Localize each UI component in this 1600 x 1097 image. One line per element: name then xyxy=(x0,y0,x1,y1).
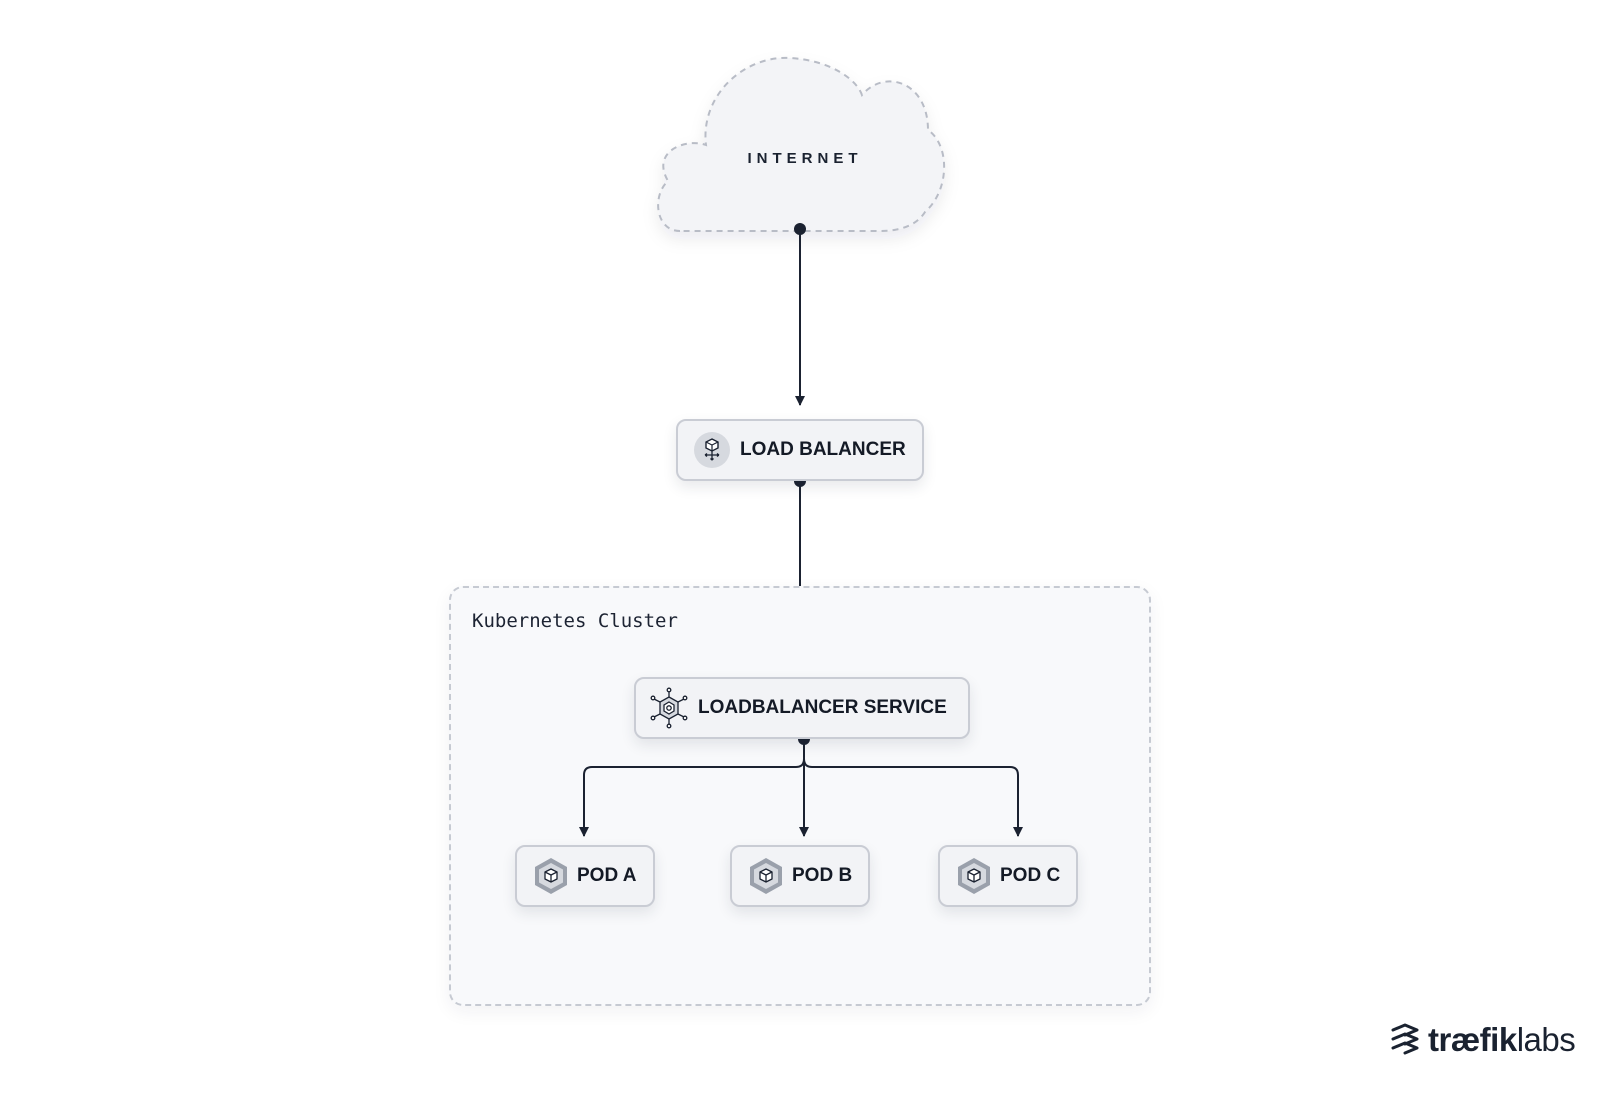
logo-text-traefik: træfik xyxy=(1428,1020,1517,1058)
traefik-logo-icon xyxy=(1391,1023,1419,1055)
service-label: LOADBALANCER SERVICE xyxy=(698,697,947,718)
pod-b-node[interactable]: POD B xyxy=(730,845,870,907)
pod-label: POD C xyxy=(1000,865,1061,886)
load-balancer-icon xyxy=(694,432,730,468)
pod-c-node[interactable]: POD C xyxy=(938,845,1078,907)
cluster-label: Kubernetes Cluster xyxy=(472,610,678,632)
kubernetes-cluster xyxy=(449,586,1151,1006)
pod-cube-icon xyxy=(958,858,990,894)
pod-label: POD B xyxy=(792,865,853,886)
loadbalancer-service-node[interactable]: LOADBALANCER SERVICE xyxy=(634,677,970,739)
service-hub-icon xyxy=(650,687,688,729)
pod-a-node[interactable]: POD A xyxy=(515,845,655,907)
pod-cube-icon xyxy=(750,858,782,894)
load-balancer-label: LOAD BALANCER xyxy=(740,439,906,460)
pod-cube-icon xyxy=(535,858,567,894)
internet-label: INTERNET xyxy=(747,150,863,167)
load-balancer-node[interactable]: LOAD BALANCER xyxy=(676,419,924,481)
internet-cloud xyxy=(657,56,946,232)
traefiklabs-logo: træfiklabs xyxy=(1388,1020,1576,1058)
logo-text: træfiklabs xyxy=(1428,1020,1576,1058)
pod-label: POD A xyxy=(577,865,637,886)
logo-text-labs: labs xyxy=(1516,1020,1576,1058)
